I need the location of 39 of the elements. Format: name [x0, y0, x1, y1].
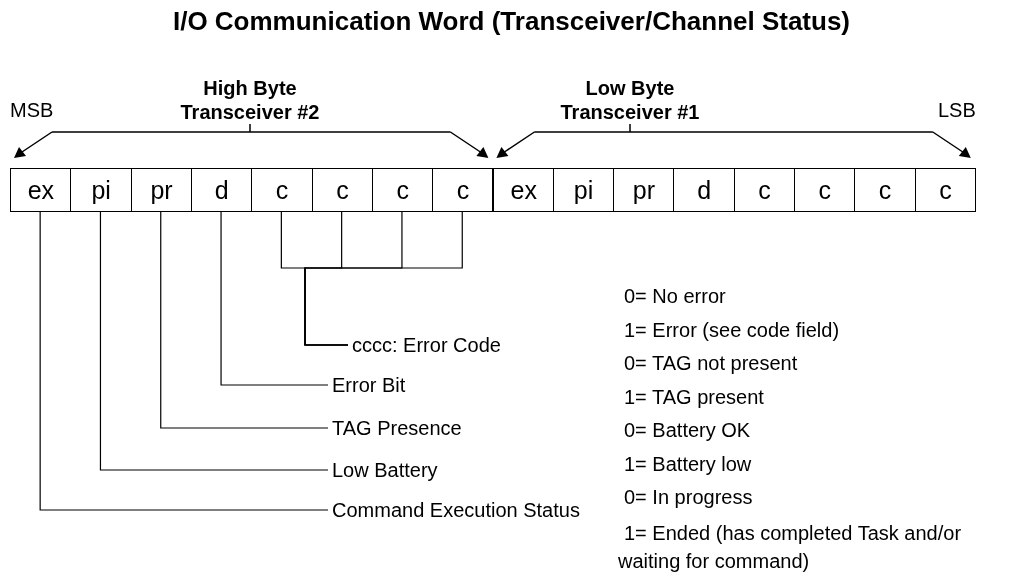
value-note: 0= Battery OK — [624, 418, 751, 442]
bit-cell: c — [793, 168, 856, 212]
bit-cell: pr — [130, 168, 193, 212]
byte-heading: Low Byte Transceiver #1 — [559, 76, 701, 124]
value-note: 1= TAG present — [624, 384, 764, 409]
bit-cell: c — [251, 168, 313, 212]
leader-line — [304, 211, 463, 346]
bit-order-label: LSB — [938, 98, 976, 122]
bit-cell: pr — [613, 168, 675, 212]
bit-cell: c — [311, 168, 374, 212]
value-note: 0= TAG not present — [624, 351, 798, 375]
leader-line — [160, 211, 329, 429]
field-label: TAG Presence — [332, 416, 462, 440]
leader-line — [39, 211, 329, 511]
value-note: 1= Error (see code field) — [624, 317, 840, 342]
value-note: 1= Ended (has completed Task and/or waiting for command) — [618, 520, 963, 574]
field-label: Error Bit — [332, 373, 406, 397]
field-label: Low Battery — [332, 458, 438, 482]
bit-cell: d — [190, 168, 253, 212]
bit-order-label: MSB — [10, 98, 54, 122]
bit-cell: ex — [10, 168, 72, 212]
bit-cell: c — [914, 168, 977, 212]
bit-cell: pi — [70, 168, 133, 212]
bit-cell: c — [432, 168, 494, 212]
byte-heading: High Byte Transceiver #2 — [179, 76, 321, 124]
bit-cell: c — [733, 168, 796, 212]
field-label: cccc: Error Code — [352, 333, 501, 357]
bit-cell: ex — [492, 168, 555, 212]
bit-cell: pi — [552, 168, 615, 212]
value-note: 0= No error — [624, 284, 726, 308]
diagram-title: I/O Communication Word (Transceiver/Channel Status) — [171, 6, 852, 37]
bit-cell: c — [371, 168, 434, 212]
leader-line — [99, 211, 329, 471]
leader-line — [220, 211, 329, 386]
value-note: 1= Battery low — [624, 451, 752, 476]
bit-cell: c — [854, 168, 916, 212]
field-label: Command Execution Status — [332, 498, 580, 522]
value-note: 0= In progress — [624, 485, 753, 509]
bit-cell: d — [673, 168, 736, 212]
